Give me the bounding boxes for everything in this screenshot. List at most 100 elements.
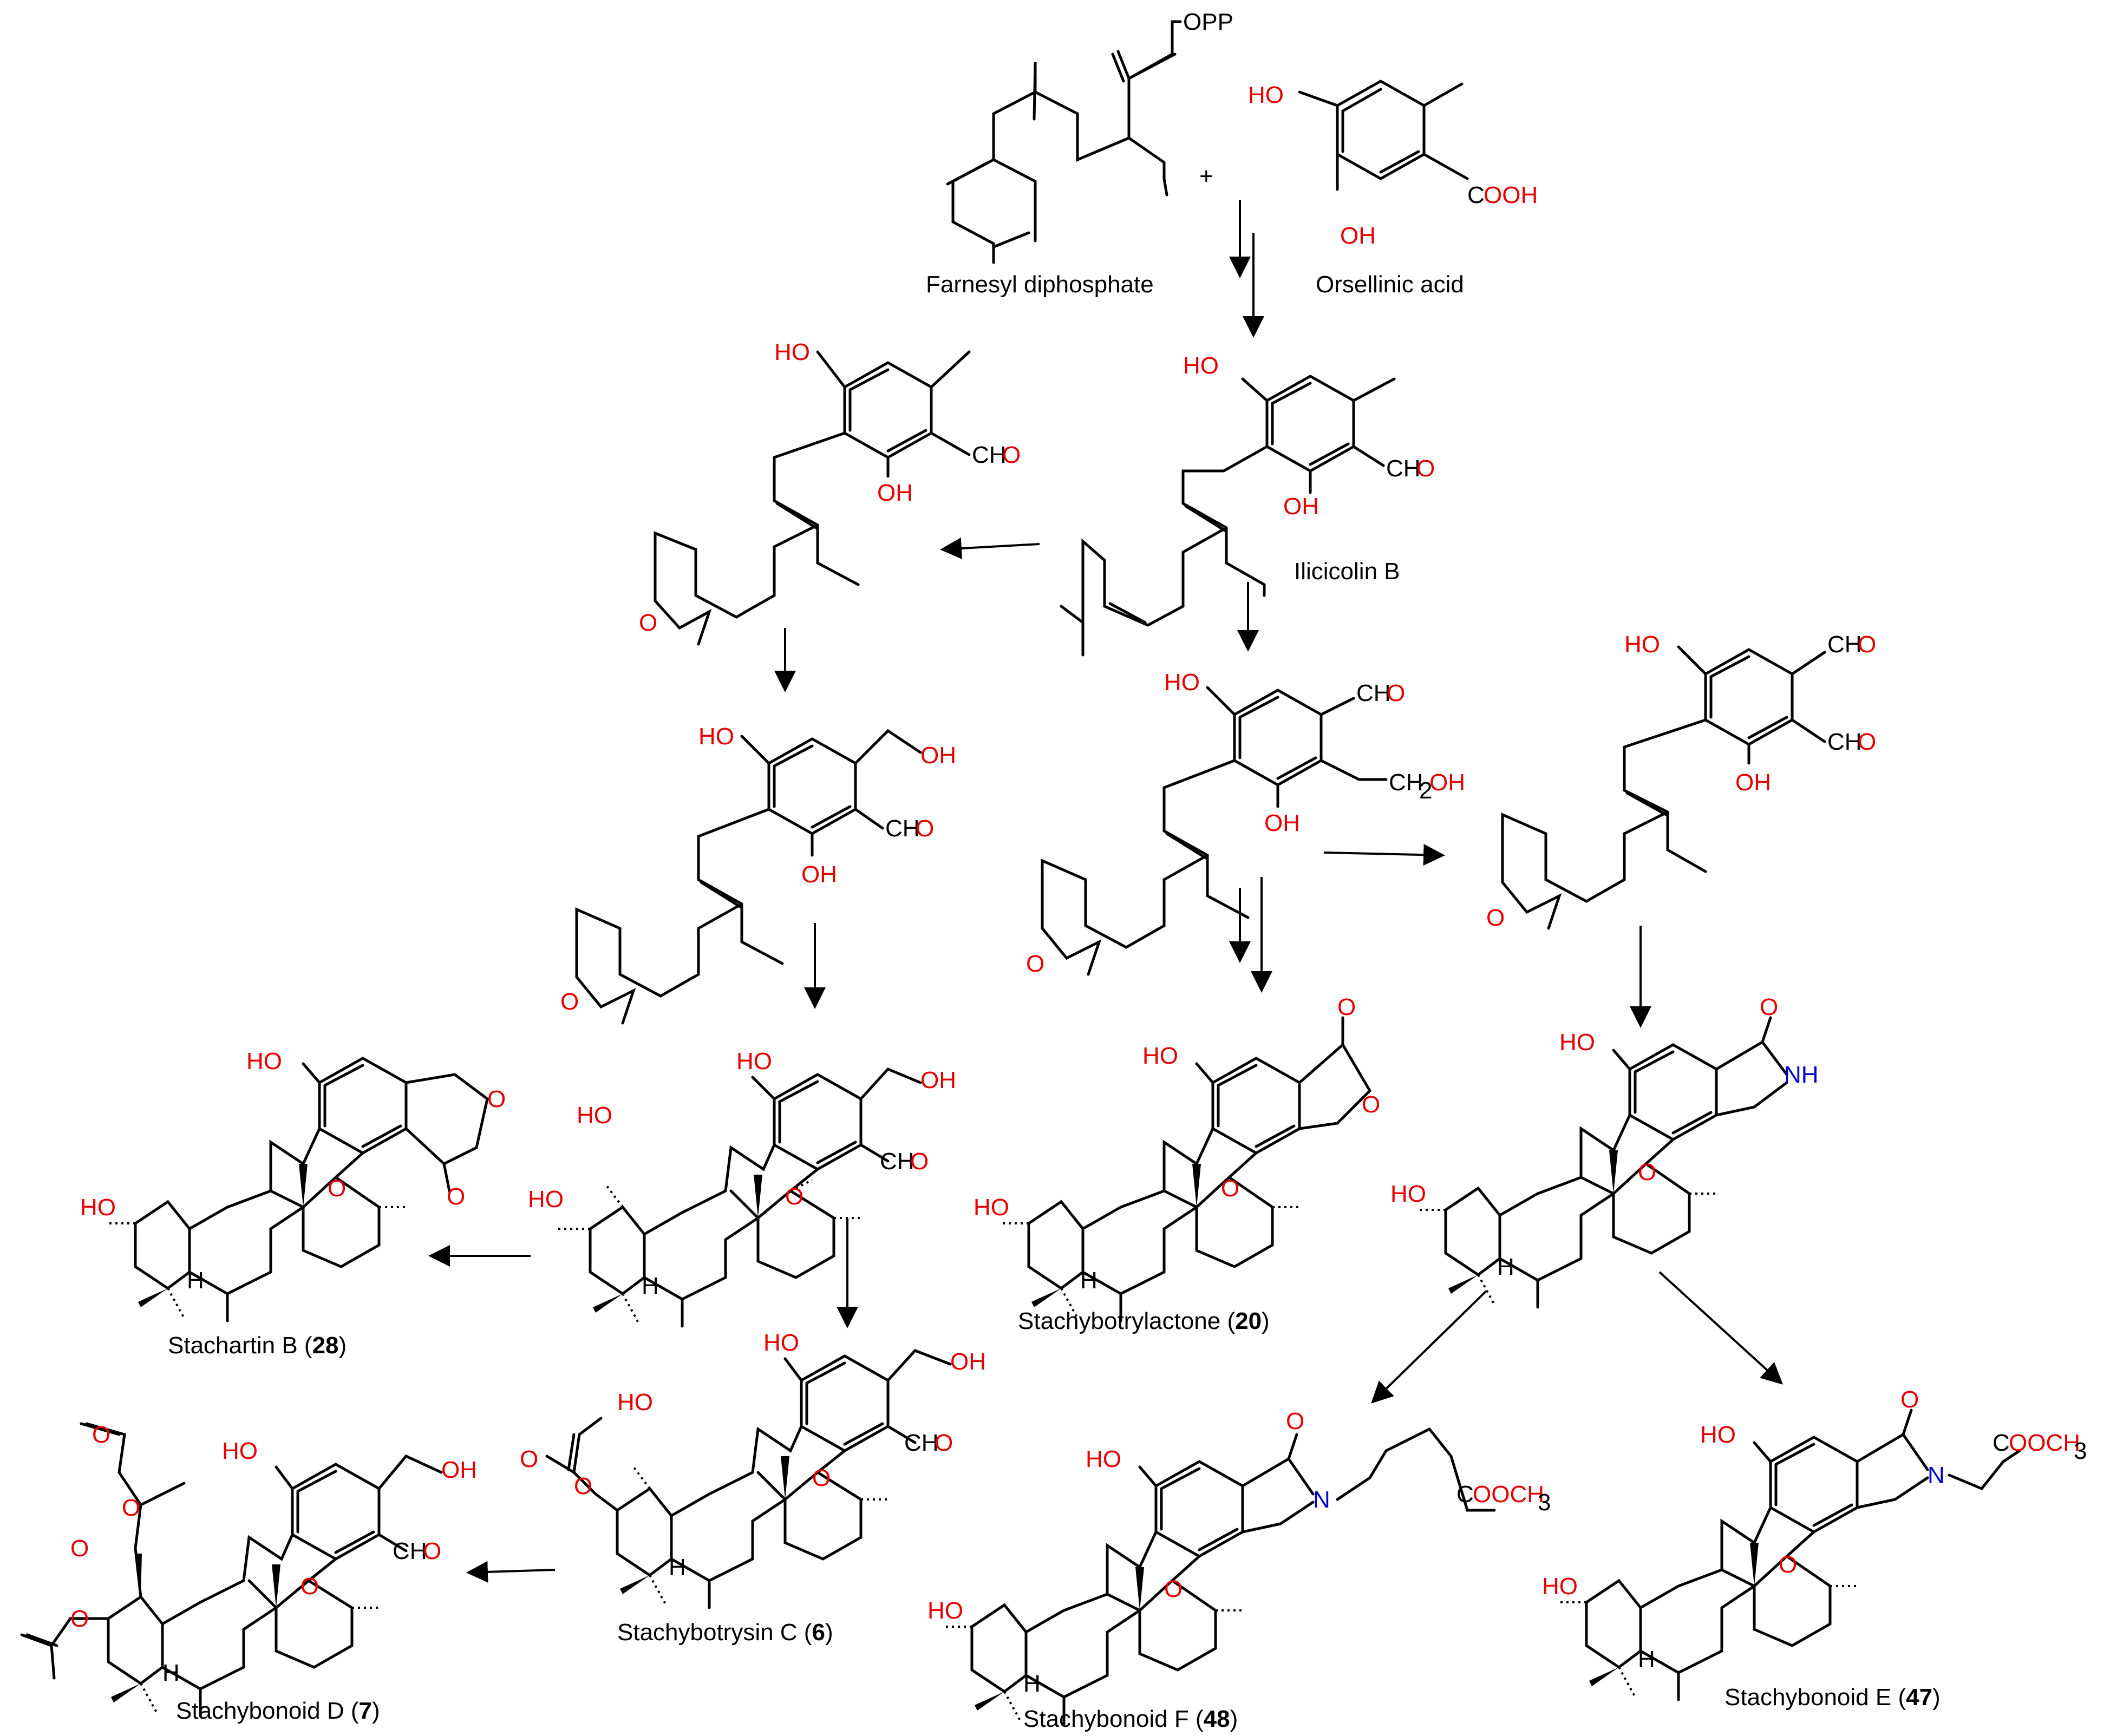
label-stachybonoid-d: Stachybonoid D (7) <box>176 1698 380 1724</box>
atom-nh: NH <box>1784 1062 1819 1088</box>
atom-ch: CH <box>885 815 920 842</box>
atom-o-ring: O <box>301 1573 319 1600</box>
atom-o: O <box>1858 729 1876 755</box>
atom-o-carbonyl: O <box>520 1446 538 1472</box>
atom-ch2: CH <box>1389 769 1423 796</box>
atom-ch: CH <box>880 1148 914 1175</box>
label-stachybotrylactone: Stachybotrylactone (20) <box>1018 1308 1270 1334</box>
atom-oh: OH <box>801 861 837 888</box>
atom-o: O <box>935 1430 953 1456</box>
atom-o-acetate: O <box>574 1473 592 1499</box>
atom-ho: HO <box>617 1389 653 1416</box>
atom-o-lactone: O <box>487 1086 506 1112</box>
atom-ch: CH <box>393 1538 427 1564</box>
atom-oh: OH <box>1264 810 1300 836</box>
plus-sign: + <box>1199 163 1213 189</box>
atom-oh: OH <box>441 1457 477 1483</box>
atom-oh: OH <box>877 480 913 506</box>
atom-o-carbonyl: O <box>447 1183 465 1210</box>
structure-stachartin-b: HO O O O HO H Stachartin B (28) <box>80 1048 506 1359</box>
label-farnesyl-diphosphate: Farnesyl diphosphate <box>926 271 1154 298</box>
atom-opp: OPP <box>1183 9 1233 35</box>
arrow-to-stachybonoid-f <box>1371 1290 1487 1404</box>
structure-stachybonoid-d: HO OH CH O O O O O O H Stachybonoid D (7… <box>20 1421 477 1724</box>
atom-ho: HO <box>1390 1181 1426 1207</box>
atom-ho: HO <box>1086 1446 1121 1472</box>
atom-h: H <box>669 1554 686 1581</box>
atom-ho: HO <box>246 1048 282 1075</box>
atom-ho: HO <box>222 1438 258 1464</box>
atom-h: H <box>1080 1267 1098 1294</box>
label-ilicicolin-b: Ilicicolin B <box>1294 558 1400 585</box>
atom-ho: HO <box>528 1186 564 1213</box>
label-stachartin-b: Stachartin B (28) <box>168 1332 347 1359</box>
atom-n: N <box>1928 1462 1945 1489</box>
structure-stachybotrysin-c: HO OH CH O O HO O O H Stachybotrysin C (… <box>520 1329 986 1646</box>
atom-o-carbonyl: O <box>1760 994 1778 1020</box>
atom-ch: CH <box>1827 631 1862 658</box>
atom-ch: CH <box>1356 680 1391 706</box>
atom-oh: OH <box>950 1348 986 1375</box>
atom-h: H <box>642 1273 659 1299</box>
atom-o-acetate-2: O <box>70 1606 89 1632</box>
label-stachybonoid-e: Stachybonoid E (47) <box>1724 1684 1941 1711</box>
label-stachybonoid-f: Stachybonoid F (48) <box>1023 1706 1238 1732</box>
atom-oh: OH <box>1429 769 1465 796</box>
atom-o-lactone: O <box>1362 1091 1380 1118</box>
atom-o-ring: O <box>1221 1175 1239 1202</box>
label-orsellinic-acid: Orsellinic acid <box>1316 271 1464 298</box>
atom-o: O <box>1387 680 1405 706</box>
atom-o-ring: O <box>1164 1576 1183 1602</box>
atom-h: H <box>187 1267 204 1294</box>
atom-ho: HO <box>1164 669 1200 696</box>
structure-lactam-intermediate: HO O NH O HO H <box>1390 994 1819 1309</box>
atom-oh: OH <box>920 742 956 769</box>
structure-farnesyl-diphosphate: OPP + Farnesyl diphosphate <box>926 9 1233 298</box>
atom-o: O <box>1002 442 1021 468</box>
structure-hydroxymethyl-aldehyde-epoxide: HO OH OH CH O O <box>560 723 956 1025</box>
atom-ho: HO <box>1542 1573 1578 1600</box>
atom-oh: OH <box>920 1067 956 1093</box>
atom-ch: CH <box>1827 729 1862 755</box>
atom-oh: OH <box>1735 769 1771 796</box>
atom-ch: CH <box>904 1430 939 1456</box>
atom-o-epoxide: O <box>639 610 657 636</box>
structure-stachybotrylactone: HO O O O HO H Stachybotrylactone (20) <box>974 994 1380 1334</box>
atom-sub2: 2 <box>1419 777 1432 804</box>
atom-o-ring: O <box>328 1175 346 1202</box>
atom-o: O <box>423 1538 441 1564</box>
structure-orsellinic-acid: HO OH C OOH Orsellinic acid <box>1248 80 1538 298</box>
atom-oh: OH <box>1340 222 1376 249</box>
atom-ho: HO <box>927 1597 963 1624</box>
atom-c: C <box>1456 1481 1474 1508</box>
atom-ooh: OOH <box>1484 182 1538 208</box>
atom-o-epoxide: O <box>560 988 579 1015</box>
atom-o-carbonyl: O <box>1286 1408 1304 1434</box>
atom-o-acetate-1: O <box>122 1495 140 1521</box>
atom-o: O <box>1416 455 1435 482</box>
arrow-to-epoxide-aldehyde <box>940 538 1040 559</box>
atom-ho: HO <box>763 1329 799 1356</box>
atom-ho: HO <box>1624 631 1660 658</box>
structure-dialdehyde: HO CH O OH CH O O <box>1486 631 1876 931</box>
atom-o-carbonyl: O <box>1900 1386 1919 1413</box>
structure-stachybonoid-f: HO O N C OOCH 3 O HO H Stachybonoid F (4… <box>927 1408 1551 1732</box>
atom-ooch: OOCH <box>1473 1481 1544 1508</box>
atom-ch: CH <box>972 442 1007 468</box>
atom-sub3: 3 <box>1538 1489 1551 1516</box>
atom-o-ring: O <box>1779 1551 1797 1578</box>
atom-h: H <box>1638 1646 1655 1673</box>
arrow-to-stachybonoid-d <box>466 1561 556 1583</box>
atom-sub3: 3 <box>2074 1438 2087 1464</box>
atom-ho: HO <box>80 1194 116 1221</box>
atom-ho: HO <box>1559 1029 1595 1056</box>
atom-ho: HO <box>577 1102 612 1129</box>
atom-ooch: OOCH <box>2009 1430 2080 1456</box>
atom-n: N <box>1313 1486 1330 1513</box>
label-stachybotrysin-c: Stachybotrysin C (6) <box>617 1619 833 1646</box>
atom-ho: HO <box>736 1048 772 1075</box>
atom-o-carbonyl-2: O <box>70 1535 89 1562</box>
arrow-to-dialdehyde <box>1323 844 1445 866</box>
structure-triol-aldehyde: HO OH CH O O HO HO H <box>528 1048 956 1328</box>
